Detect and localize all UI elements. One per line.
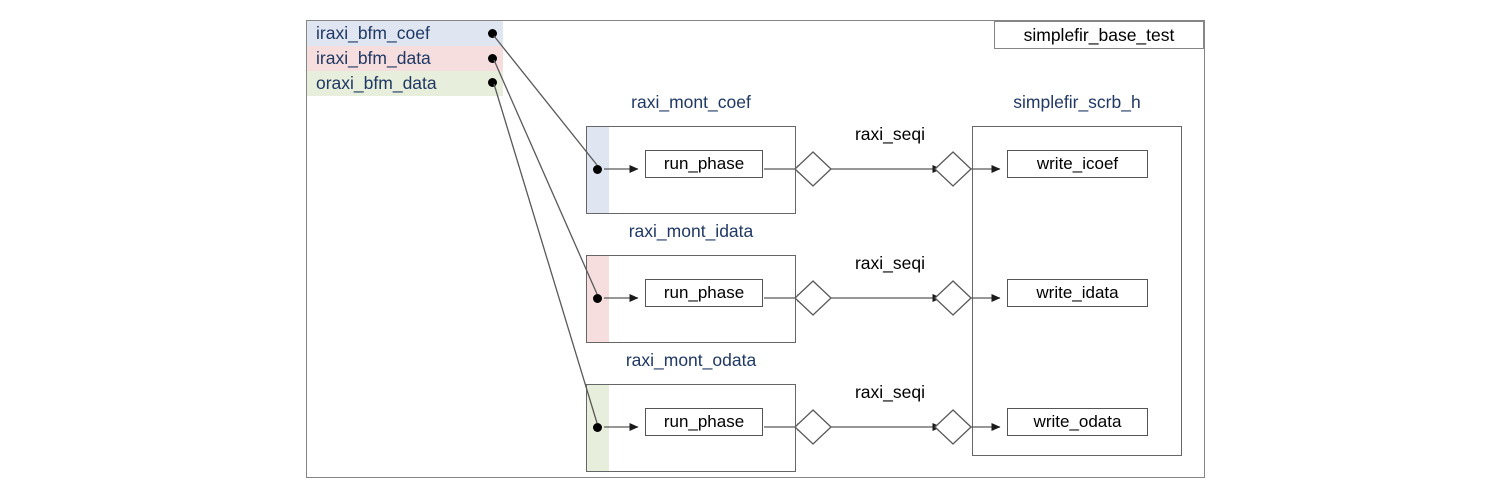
bfm-agent-iraxi-bfm-data[interactable]: iraxi_bfm_data [307, 46, 503, 71]
monitor-port-dot-idata [593, 294, 602, 303]
seq-link-label-odata: raxi_seqi [854, 382, 926, 402]
bfm-agent-label: oraxi_bfm_data [316, 73, 437, 93]
scoreboard-method-write-idata[interactable]: write_idata [1007, 279, 1148, 307]
scoreboard-method-write-odata[interactable]: write_odata [1007, 408, 1148, 436]
monitor-title-raxi-mont-coef: raxi_mont_coef [631, 92, 751, 112]
run-phase-box-coef[interactable]: run_phase [645, 150, 763, 178]
monitor-title-raxi-mont-idata: raxi_mont_idata [628, 221, 754, 241]
monitor-port-dot-odata [593, 423, 602, 432]
testbench-title: simplefir_base_test [994, 21, 1204, 49]
bfm-agent-label: iraxi_bfm_data [316, 48, 431, 68]
seq-link-label-idata: raxi_seqi [854, 253, 926, 273]
run-phase-box-odata[interactable]: run_phase [645, 408, 763, 436]
run-phase-box-idata[interactable]: run_phase [645, 279, 763, 307]
bfm-agent-label: iraxi_bfm_coef [316, 23, 430, 43]
bfm-agent-port-dot-idata [488, 54, 497, 63]
monitor-title-raxi-mont-odata: raxi_mont_odata [625, 350, 757, 370]
seq-link-label-coef: raxi_seqi [854, 124, 926, 144]
scoreboard-title: simplefir_scrb_h [1013, 92, 1141, 112]
scoreboard-method-write-icoef[interactable]: write_icoef [1007, 150, 1148, 178]
bfm-agent-port-dot-coef [488, 29, 497, 38]
monitor-port-dot-coef [593, 165, 602, 174]
testbench-frame [306, 20, 1205, 478]
bfm-agent-iraxi-bfm-coef[interactable]: iraxi_bfm_coef [307, 21, 503, 46]
bfm-agent-oraxi-bfm-data[interactable]: oraxi_bfm_data [307, 71, 503, 96]
bfm-agent-port-dot-odata [488, 78, 497, 87]
